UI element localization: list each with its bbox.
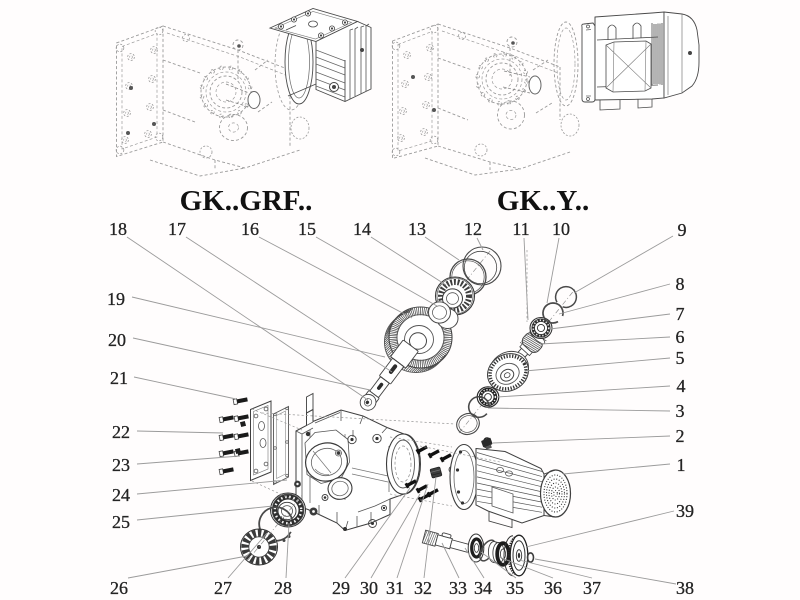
svg-text:19: 19 <box>107 289 125 309</box>
svg-text:37: 37 <box>583 578 601 598</box>
svg-text:9: 9 <box>678 220 687 240</box>
svg-text:25: 25 <box>112 512 130 532</box>
svg-text:29: 29 <box>332 578 350 598</box>
svg-text:6: 6 <box>676 327 685 347</box>
svg-text:21: 21 <box>110 368 128 388</box>
svg-text:36: 36 <box>544 578 562 598</box>
svg-text:31: 31 <box>386 578 404 598</box>
svg-text:12: 12 <box>464 219 482 239</box>
svg-text:2: 2 <box>676 426 685 446</box>
svg-text:11: 11 <box>512 219 529 239</box>
svg-text:1: 1 <box>677 455 686 475</box>
svg-text:16: 16 <box>241 219 259 239</box>
svg-text:30: 30 <box>360 578 378 598</box>
svg-text:24: 24 <box>112 485 130 505</box>
svg-text:13: 13 <box>408 219 426 239</box>
svg-text:GK..GRF..: GK..GRF.. <box>180 185 313 217</box>
svg-text:7: 7 <box>676 304 685 324</box>
svg-text:15: 15 <box>298 219 316 239</box>
svg-text:10: 10 <box>552 219 570 239</box>
svg-text:33: 33 <box>449 578 467 598</box>
svg-text:32: 32 <box>414 578 432 598</box>
svg-text:38: 38 <box>676 578 694 598</box>
svg-text:28: 28 <box>274 578 292 598</box>
svg-text:8: 8 <box>676 274 685 294</box>
svg-text:GK..Y..: GK..Y.. <box>497 185 589 217</box>
svg-text:5: 5 <box>676 348 685 368</box>
svg-text:23: 23 <box>112 455 130 475</box>
svg-text:22: 22 <box>112 422 130 442</box>
svg-text:34: 34 <box>474 578 492 598</box>
svg-text:26: 26 <box>110 578 128 598</box>
svg-text:4: 4 <box>677 376 686 396</box>
svg-text:17: 17 <box>168 219 186 239</box>
svg-text:39: 39 <box>676 501 694 521</box>
svg-text:3: 3 <box>676 401 685 421</box>
svg-text:35: 35 <box>506 578 524 598</box>
svg-text:14: 14 <box>353 219 371 239</box>
svg-text:27: 27 <box>214 578 232 598</box>
svg-text:18: 18 <box>109 219 127 239</box>
svg-text:20: 20 <box>108 330 126 350</box>
